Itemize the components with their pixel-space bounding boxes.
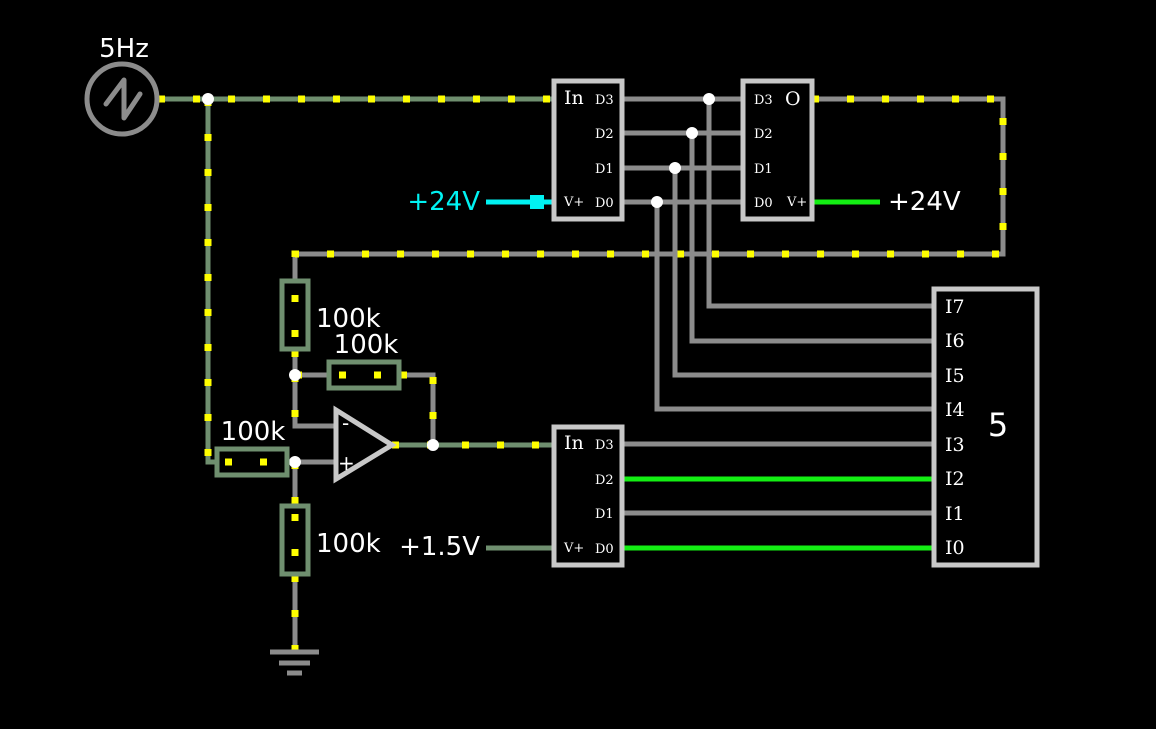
- wire-to-i7[interactable]: [706, 99, 935, 309]
- wire-latch-out[interactable]: [292, 96, 1006, 280]
- wires: [158, 95, 1007, 652]
- resistor-r1[interactable]: 100k: [279, 278, 381, 352]
- junction-opamp-out: [427, 439, 439, 451]
- wire-to-i5[interactable]: [672, 168, 935, 378]
- adc-bottom-in-label: In: [564, 432, 584, 454]
- resistor-r4[interactable]: 100k: [279, 503, 381, 577]
- display-input-i1: I1: [945, 503, 965, 525]
- supply-current-marker: [530, 195, 544, 209]
- latch-vplus-label: V+: [786, 195, 807, 210]
- supply-bottom-left-label: +1.5V: [399, 532, 480, 562]
- adc-top-vplus-label: V+: [563, 195, 584, 210]
- latch-pin-d1: D1: [754, 162, 773, 177]
- adc-bottom[interactable]: In V+ D3 D2 D1 D0: [551, 424, 625, 568]
- adc-bottom-vplus-label: V+: [563, 541, 584, 556]
- latch-pin-d3: D3: [754, 93, 773, 108]
- resistor-r3[interactable]: 100k: [214, 417, 290, 478]
- clock-wave-icon: [103, 77, 143, 121]
- display-input-i5: I5: [945, 365, 965, 387]
- adc-bottom-body[interactable]: [551, 424, 625, 568]
- adc-top-pin-d2: D2: [595, 127, 614, 142]
- adc-top-pin-d3: D3: [595, 93, 614, 108]
- opamp-body[interactable]: [333, 405, 397, 484]
- display-input-i4: I4: [945, 399, 965, 421]
- supply-top-right-label: +24V: [888, 187, 961, 217]
- display-input-i3: I3: [945, 434, 965, 456]
- adc-top-body[interactable]: [551, 78, 625, 222]
- hex-display-body[interactable]: [931, 286, 1040, 568]
- supply-top-left-label: +24V: [407, 187, 480, 217]
- display-input-i0: I0: [945, 537, 965, 559]
- adc-top-in-label: In: [564, 87, 584, 109]
- latch-pin-d2: D2: [754, 127, 773, 142]
- opamp[interactable]: - +: [333, 405, 397, 484]
- clock-source-ring[interactable]: [84, 61, 160, 137]
- junction-minus: [289, 369, 301, 381]
- adc-top[interactable]: In V+ D3 D2 D1 D0: [551, 78, 625, 222]
- wire-to-i4[interactable]: [654, 202, 935, 412]
- clock-source[interactable]: 5Hz: [84, 34, 160, 137]
- resistor-r1-body[interactable]: [279, 278, 311, 352]
- junction-d1: [669, 162, 681, 174]
- latch[interactable]: O D3 D2 D1 D0 V+: [740, 78, 815, 222]
- junction-d2: [686, 127, 698, 139]
- resistor-r4-label: 100k: [316, 529, 381, 559]
- adc-bottom-pin-d1: D1: [595, 507, 614, 522]
- wire-r2-to-out[interactable]: [400, 372, 436, 445]
- resistor-r3-label: 100k: [221, 417, 286, 447]
- latch-pin-d0: D0: [754, 196, 773, 211]
- latch-out-label: O: [785, 88, 801, 110]
- adc-bottom-pin-d2: D2: [595, 473, 614, 488]
- junction-clock: [202, 93, 214, 105]
- display-input-i7: I7: [945, 296, 965, 318]
- ground-icon: [270, 649, 319, 676]
- latch-body[interactable]: [740, 78, 815, 222]
- resistor-r2-label: 100k: [334, 330, 399, 360]
- junction-plus: [289, 456, 301, 468]
- junctions: [202, 93, 715, 468]
- opamp-minus-label: -: [342, 411, 349, 435]
- display-value: 5: [988, 406, 1008, 444]
- adc-top-pin-d0: D0: [595, 196, 614, 211]
- clock-frequency-label: 5Hz: [99, 34, 149, 64]
- display-input-i6: I6: [945, 330, 965, 352]
- adc-bottom-pin-d0: D0: [595, 542, 614, 557]
- wire-r2-to-out-current: [400, 371, 437, 445]
- opamp-plus-label: +: [338, 451, 355, 475]
- hex-display[interactable]: I7 I6 I5 I4 I3 I2 I1 I0 5: [931, 286, 1040, 568]
- wire-node-to-minus[interactable]: [292, 375, 336, 429]
- junction-d3: [703, 93, 715, 105]
- adc-bottom-pin-d3: D3: [595, 438, 614, 453]
- resistor-r2[interactable]: 100k: [326, 330, 402, 391]
- resistor-r1-label: 100k: [316, 304, 381, 334]
- display-input-i2: I2: [945, 468, 965, 490]
- wire-to-i6[interactable]: [689, 133, 935, 344]
- adc-top-pin-d1: D1: [595, 162, 614, 177]
- junction-d0: [651, 196, 663, 208]
